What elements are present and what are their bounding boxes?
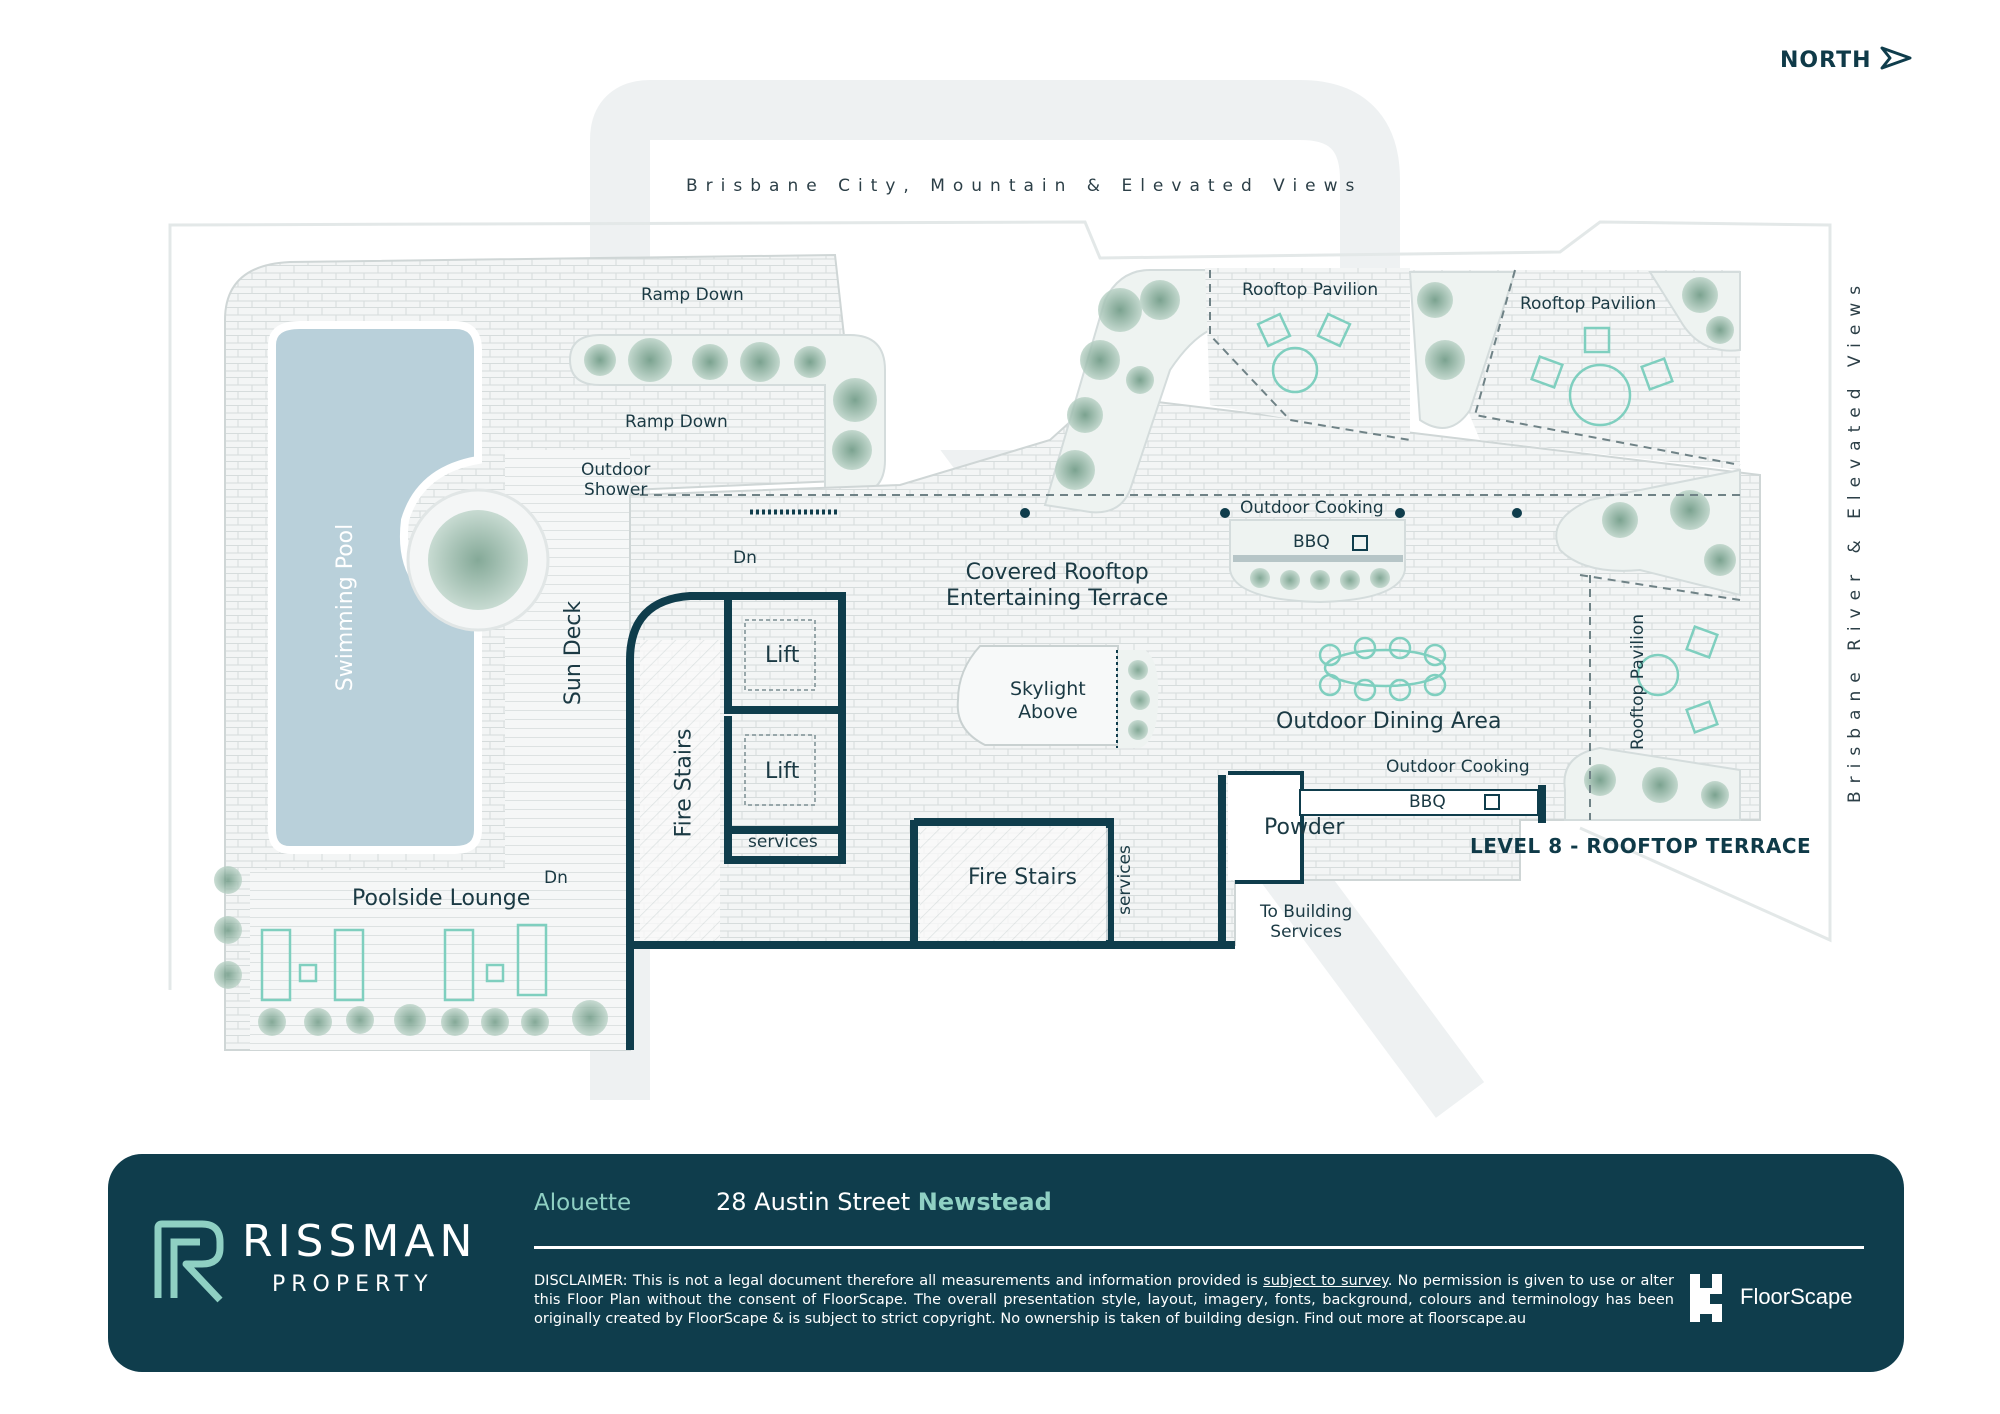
palm-plant-icon <box>428 510 528 610</box>
lift-label-1: Lift <box>765 643 800 668</box>
north-arrow-icon <box>1880 46 1912 70</box>
brand-subtitle: PROPERTY <box>272 1272 434 1297</box>
lift-label-2: Lift <box>765 759 800 784</box>
fire-stairs-center-label: Fire Stairs <box>968 865 1077 890</box>
suburb-name: Newstead <box>917 1188 1052 1216</box>
project-address: 28 Austin Street Newstead <box>716 1188 1052 1216</box>
covered-terrace-label: Covered Rooftop Entertaining Terrace <box>946 560 1169 611</box>
services-label-1: services <box>748 832 818 852</box>
brand-name: RISSMAN <box>242 1216 478 1267</box>
north-compass: NORTH <box>1780 46 1912 73</box>
floorscape-name: FloorScape <box>1740 1284 1853 1309</box>
floorscape-logo-icon <box>1690 1274 1722 1322</box>
disclaimer-suffix: . No permission is given to use or alter… <box>534 1273 1674 1327</box>
bbq-grill-icon <box>1484 794 1500 810</box>
pavilion-furniture-icon <box>1256 312 1719 734</box>
rissman-logo-icon <box>154 1220 224 1303</box>
right-views-label: Brisbane River & Elevated Views <box>1845 277 1865 803</box>
bbq-label-1: BBQ <box>1293 532 1330 552</box>
rooftop-pavilion-label-3: Rooftop Pavilion <box>1628 613 1649 751</box>
fire-stairs-left-label: Fire Stairs <box>671 728 697 838</box>
garden-planting-icon <box>584 338 877 470</box>
down-arrow-label-1: Dn <box>544 868 568 888</box>
survey-link[interactable]: subject to survey <box>1263 1273 1388 1289</box>
bbq-grill-icon <box>1352 535 1368 551</box>
bbq-label-2: BBQ <box>1409 792 1446 812</box>
rooftop-pavilion-label-1: Rooftop Pavilion <box>1242 280 1379 300</box>
ramp-down-label-1: Ramp Down <box>641 285 744 305</box>
floor-plan: NORTH Brisbane City, Mountain & Elevated… <box>168 46 1912 1118</box>
floor-plan-drawing <box>168 80 1832 1118</box>
rooftop-pavilion-label-2: Rooftop Pavilion <box>1520 294 1657 314</box>
outdoor-cooking-label-2: Outdoor Cooking <box>1386 757 1530 777</box>
footer-divider <box>534 1246 1864 1249</box>
outdoor-cooking-label-1: Outdoor Cooking <box>1240 498 1384 518</box>
garden-planting-icon <box>214 866 608 1036</box>
outdoor-dining-label: Outdoor Dining Area <box>1276 709 1502 734</box>
sun-lounger-icon <box>260 923 548 1002</box>
garden-planting-icon <box>1584 490 1736 809</box>
disclaimer-prefix: DISCLAIMER: This is not a legal document… <box>534 1273 1264 1289</box>
powder-room-label: Powder <box>1264 815 1345 840</box>
services-label-2: services <box>1114 845 1135 915</box>
down-arrow-label-2: Dn <box>733 548 757 568</box>
skylight-label: Skylight Above <box>1010 678 1086 723</box>
disclaimer-text: DISCLAIMER: This is not a legal document… <box>534 1272 1674 1329</box>
building-services-label: To Building Services <box>1260 902 1353 942</box>
sun-deck-label: Sun Deck <box>561 600 587 706</box>
outdoor-shower-label: Outdoor Shower <box>581 460 651 500</box>
project-name: Alouette <box>534 1190 632 1216</box>
north-label: NORTH <box>1780 48 1872 73</box>
garden-planting-icon <box>1055 280 1180 490</box>
footer-banner: RISSMAN PROPERTY Alouette 28 Austin Stre… <box>108 1154 1904 1372</box>
garden-planting-icon <box>1417 277 1734 380</box>
ramp-down-label-2: Ramp Down <box>625 412 728 432</box>
street-address: 28 Austin Street <box>716 1188 911 1216</box>
level-title: LEVEL 8 - ROOFTOP TERRACE <box>1470 834 1812 858</box>
swimming-pool-label: Swimming Pool <box>333 523 359 692</box>
top-views-label: Brisbane City, Mountain & Elevated Views <box>686 176 1363 196</box>
poolside-lounge-label: Poolside Lounge <box>352 886 531 911</box>
